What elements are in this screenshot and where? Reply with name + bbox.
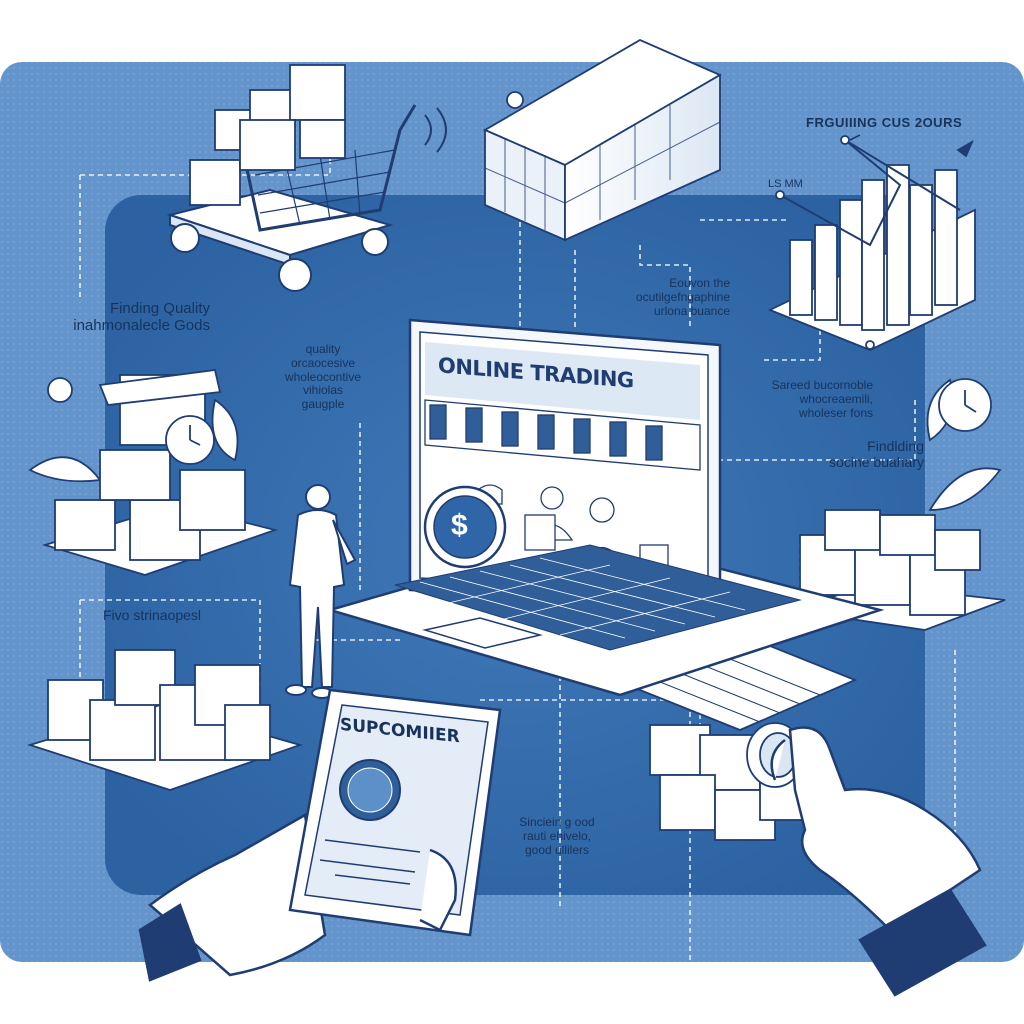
text-right: Sareed bucornoble whocreaemili, wholeser… xyxy=(771,378,873,420)
chart-tag: LS MM xyxy=(768,178,803,190)
right-boxes-with-clock xyxy=(789,378,1006,631)
left-boxes-with-clock xyxy=(28,369,279,576)
shopping-cart-illustration xyxy=(166,64,447,292)
text-bottom: Sinciein g ood rauti ehivelo, good ullil… xyxy=(519,815,595,857)
lower-left-boxes xyxy=(27,649,303,791)
smartphone-in-hand xyxy=(138,688,502,982)
box-stack-top xyxy=(483,38,722,242)
bar-chart-illustration xyxy=(767,134,976,351)
heading-left: Finding Quality inahmonalecle Gods xyxy=(73,300,210,335)
coin-symbol: $ xyxy=(451,509,468,542)
pointing-hand xyxy=(770,726,987,997)
heading-left-lower: Fivo strinaopesl xyxy=(103,607,202,623)
text-top-mid: Eouvon the ocutilgefngaphine urlona buan… xyxy=(635,276,730,318)
heading-top-right: FRGUIIING CUS 2OURS xyxy=(806,115,963,130)
text-mid-left: quality orcaocesive wholeocontive vihiol… xyxy=(284,342,362,412)
standing-man-figure xyxy=(285,484,357,699)
heading-right: Findlding socine buahary xyxy=(829,438,924,471)
dollar-coin-icon xyxy=(423,485,507,569)
